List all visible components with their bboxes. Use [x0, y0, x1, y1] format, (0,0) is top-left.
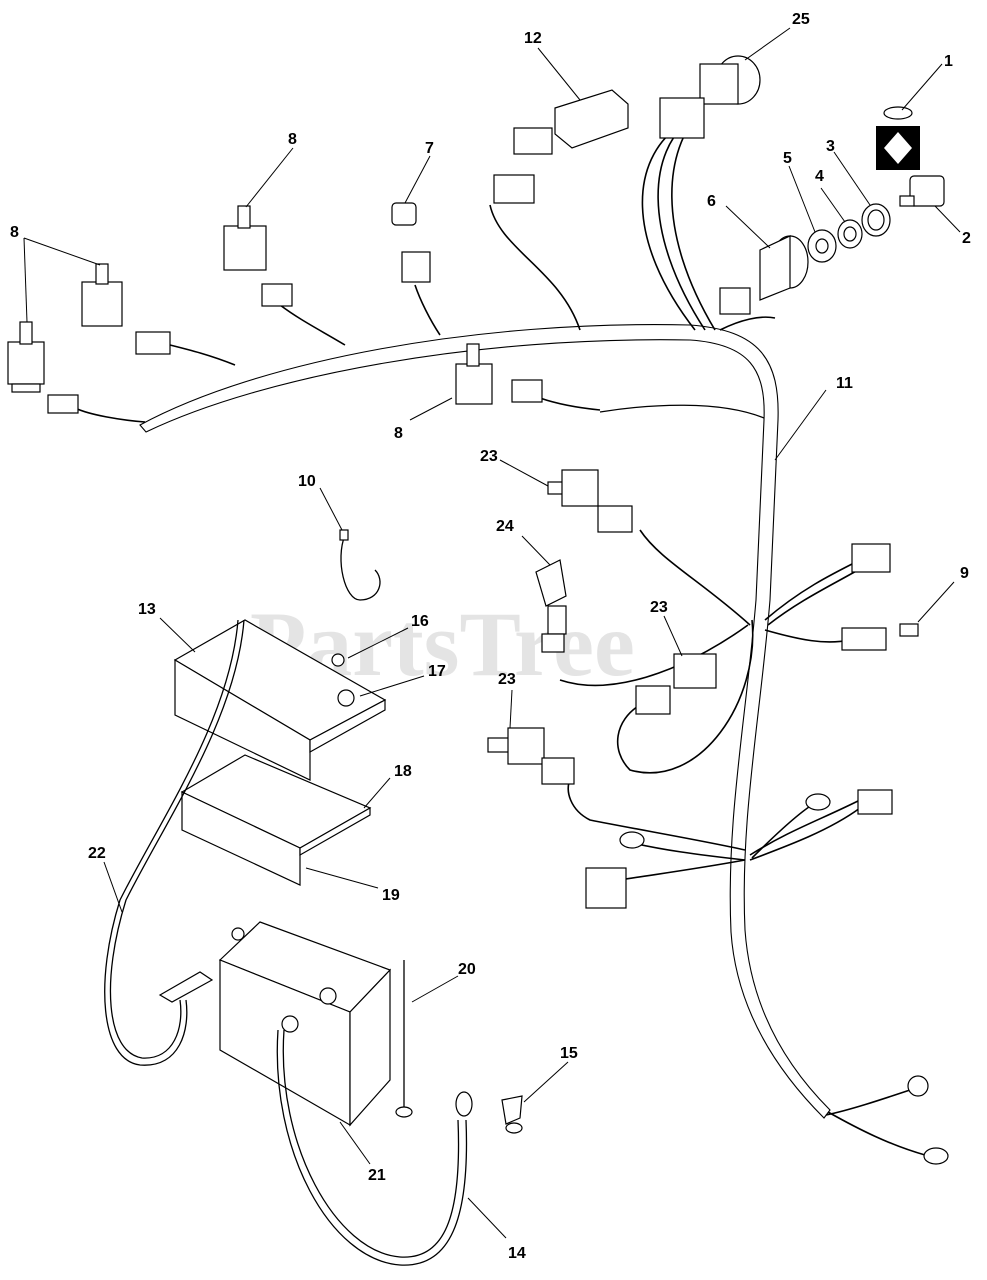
washer-5 — [807, 229, 837, 263]
leader-lines — [23, 27, 961, 1239]
callout-4: 4 — [815, 168, 824, 185]
wire-tie-10 — [339, 529, 381, 601]
callout-6: 6 — [707, 193, 716, 210]
bezel-3 — [861, 203, 891, 237]
solenoid-12 — [493, 89, 629, 204]
callout-21: 21 — [368, 1167, 386, 1184]
callout-24: 24 — [496, 518, 514, 535]
callout-8-top: 8 — [288, 131, 297, 148]
hold-down-rod-20 — [395, 960, 413, 1118]
relay-23-bottom — [487, 727, 575, 785]
callout-14: 14 — [508, 1245, 526, 1262]
callout-22: 22 — [88, 845, 106, 862]
callout-8-left: 8 — [10, 224, 19, 241]
connector-9-area — [841, 543, 919, 651]
plunger-switch-8-left-lower — [7, 321, 79, 414]
terminal-boot-15 — [501, 1095, 523, 1134]
battery-cable-22 — [104, 619, 245, 1066]
callout-11: 11 — [836, 375, 853, 392]
callout-16: 16 — [411, 613, 429, 630]
callout-15: 15 — [560, 1045, 578, 1062]
plunger-switch-8-left-upper — [81, 263, 171, 355]
callout-13: 13 — [138, 601, 156, 618]
callout-23-top: 23 — [480, 448, 498, 465]
callout-10: 10 — [298, 473, 316, 490]
callout-9: 9 — [960, 565, 969, 582]
ignition-switch-6 — [719, 235, 809, 315]
callout-5: 5 — [783, 150, 792, 167]
callout-1: 1 — [944, 53, 953, 70]
callout-25: 25 — [792, 11, 810, 28]
hardware-16-17 — [331, 653, 355, 707]
callout-8-center: 8 — [394, 425, 403, 442]
key-1 — [876, 106, 920, 170]
main-wire-harness — [74, 111, 926, 1156]
nut-4 — [837, 219, 863, 249]
callout-23-mid: 23 — [650, 599, 668, 616]
battery-cover-13 — [173, 619, 387, 781]
callout-23-bottom: 23 — [498, 671, 516, 688]
battery-tray-19 — [181, 791, 371, 886]
callout-12: 12 — [524, 30, 542, 47]
battery-cable-14 — [276, 1015, 473, 1266]
callout-17: 17 — [428, 663, 446, 680]
ring-terminals-right — [585, 789, 949, 1165]
key-2 — [899, 175, 945, 207]
callout-7: 7 — [425, 140, 434, 157]
fuse-holder-24 — [535, 559, 567, 653]
connector-7 — [391, 202, 431, 283]
switch-25 — [659, 55, 761, 139]
callout-3: 3 — [826, 138, 835, 155]
plunger-switch-8-center — [455, 343, 543, 405]
callout-18: 18 — [394, 763, 412, 780]
callout-20: 20 — [458, 961, 476, 978]
relay-23-mid — [635, 653, 717, 715]
callout-19: 19 — [382, 887, 400, 904]
plunger-switch-8-top — [223, 205, 293, 307]
battery-21 — [218, 921, 392, 1127]
callout-2: 2 — [962, 230, 971, 247]
relay-23-top — [547, 469, 633, 533]
